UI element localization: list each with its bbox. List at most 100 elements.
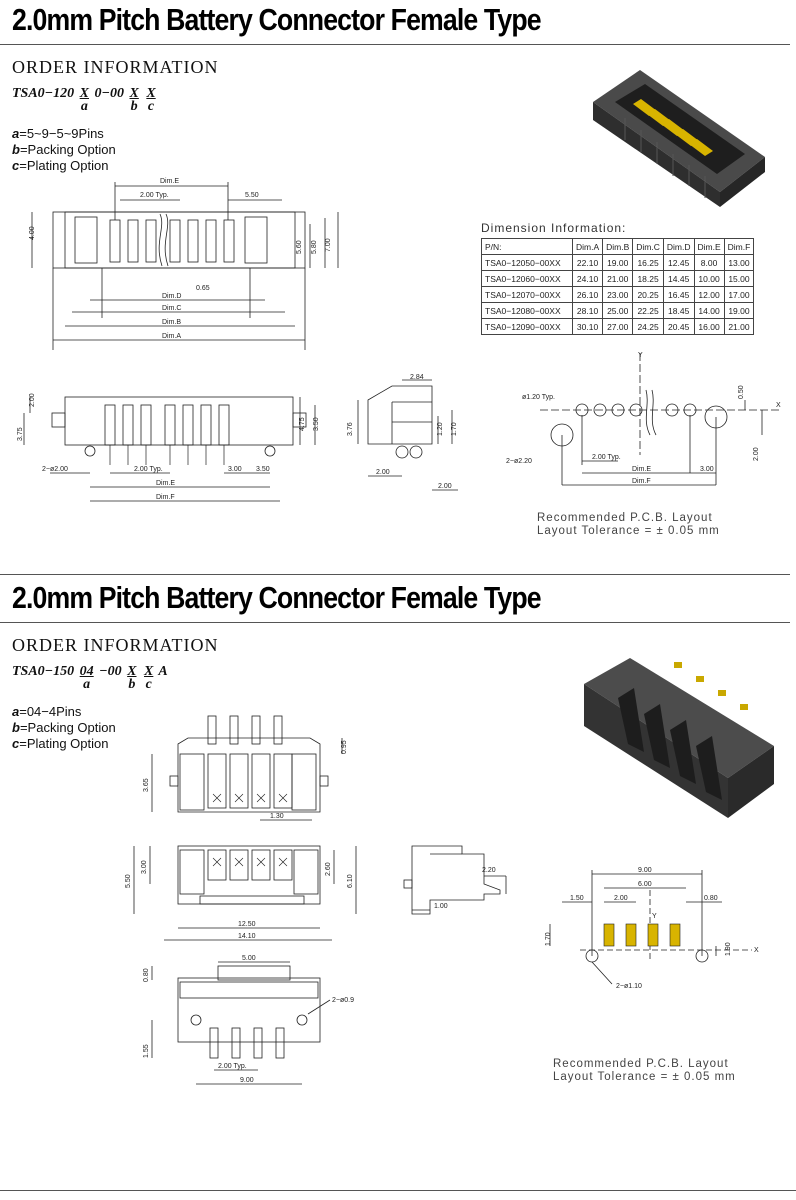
pcb-dim-f-label: Dim.F: [632, 478, 651, 485]
pcb-9-00-label: 9.00: [638, 867, 652, 874]
dim-5-50-label: 5.50: [245, 192, 259, 199]
cell: 24.10: [571, 270, 604, 287]
cell: 19.00: [602, 254, 634, 271]
side-view-4pin: 2.20 1.00: [403, 845, 507, 915]
pcb-1-90-label: 1.90: [725, 942, 732, 956]
front-3-00-label: 3.00: [141, 860, 148, 874]
gold-contacts: [633, 99, 713, 156]
cell: 16.25: [632, 254, 664, 271]
section-top-divider: [0, 574, 790, 575]
col-dim-c: Dim.C: [632, 238, 664, 255]
option-b: b=Packing Option: [12, 142, 116, 157]
top-view-drawing: Dim.E 2.00 Typ. 5.50 0.65 Dim.D Dim.C Di…: [29, 178, 339, 350]
dim-5-80-label: 5.80: [311, 240, 318, 254]
cell: 12.45: [662, 254, 695, 271]
dim-4-00-label: 4.00: [29, 226, 36, 240]
dim-5-60-label: 5.60: [296, 240, 303, 254]
pcb-note-line-1: Recommended P.C.B. Layout: [553, 1058, 729, 1070]
pitch-label: 2.00 Typ.: [140, 192, 169, 199]
side-2-00-label: 2.00: [376, 469, 390, 476]
option-b: b=Packing Option: [12, 720, 116, 735]
front-3-50-label: 3.50: [256, 466, 270, 473]
part-prefix: TSA0−150: [12, 664, 75, 679]
col-dim-d: Dim.D: [662, 238, 695, 255]
pcb-axis-x-label: X: [754, 947, 759, 954]
pcb-0-50-label: 0.50: [738, 385, 745, 399]
cell: 30.10: [571, 318, 604, 335]
cell: 20.45: [662, 318, 695, 335]
gold-pins-4: [674, 662, 748, 710]
cell: 22.25: [632, 302, 664, 319]
page-title: 2.0mm Pitch Battery Connector Female Typ…: [12, 2, 542, 37]
axis-y-label: Y: [638, 352, 643, 359]
order-information-heading: ORDER INFORMATION: [12, 57, 219, 77]
side-1-20-label: 1.20: [437, 422, 444, 436]
pcb-layout-drawing: Y X ø1.20 Typ. 2−ø2.20 2.00 Typ. Dim.E 3…: [506, 352, 781, 486]
front-3-00-label: 3.00: [228, 466, 242, 473]
pcb-pitch-label: 2.00 Typ.: [592, 454, 621, 461]
bottom-hole-label: 2−ø0.9: [332, 997, 354, 1004]
cell: TSA0−12050−00XX: [481, 254, 573, 271]
option-legend: a=04−4Pins b=Packing Option c=Plating Op…: [12, 704, 116, 752]
front-dim-e-label: Dim.E: [156, 480, 175, 487]
cell: 17.00: [723, 286, 755, 303]
title-divider: [0, 622, 790, 623]
cell: TSA0−12070−00XX: [481, 286, 573, 303]
side-2-84-label: 2.84: [410, 374, 424, 381]
order-information-heading: ORDER INFORMATION: [12, 635, 219, 655]
pcb-note-line-2: Layout Tolerance = ± 0.05 mm: [537, 525, 720, 537]
cell: 15.00: [723, 270, 755, 287]
top-view-4pin: 3.65 0.95 1.30: [143, 715, 348, 821]
cell: 21.00: [602, 270, 634, 287]
front-5-50-label: 5.50: [125, 874, 132, 888]
pcb-1-70-label: 1.70: [545, 932, 552, 946]
col-dim-f: Dim.F: [723, 238, 755, 255]
dim-c-label: Dim.C: [162, 305, 181, 312]
cell: 14.00: [693, 302, 725, 319]
cell: 18.25: [632, 270, 664, 287]
side-2-20-label: 2.20: [482, 867, 496, 874]
part-suffix: A: [158, 664, 168, 679]
option-c: c=Plating Option: [12, 736, 109, 751]
cell: 23.00: [602, 286, 634, 303]
cell: 26.10: [571, 286, 604, 303]
col-dim-b: Dim.B: [602, 238, 634, 255]
cell: 25.00: [602, 302, 634, 319]
side-2-00-bottom-label: 2.00: [438, 483, 452, 490]
pcb-2-00-label: 2.00: [753, 447, 760, 461]
pcb-note-line-2: Layout Tolerance = ± 0.05 mm: [553, 1071, 736, 1083]
cell: 21.00: [723, 318, 755, 335]
side-3-76-label: 3.76: [347, 422, 354, 436]
bottom-pitch-label: 2.00 Typ.: [218, 1063, 247, 1070]
front-2-00-label: 2.00: [29, 393, 36, 407]
bottom-view-4pin: 5.00 0.80 1.55 2−ø0.9 2.00 Typ. 9.00: [143, 955, 354, 1085]
pin-holes: [575, 403, 697, 417]
pcb-6-00-label: 6.00: [638, 881, 652, 888]
part-mid: 0−00: [94, 86, 124, 101]
pcb-3-00-label: 3.00: [700, 466, 714, 473]
dim-a-label: Dim.A: [162, 333, 181, 340]
title-divider: [0, 44, 790, 45]
pcb-layout-note: Recommended P.C.B. Layout Layout Toleran…: [537, 512, 720, 538]
side-1-70-label: 1.70: [451, 422, 458, 436]
front-view-4pin: 5.50 3.00 2.60 6.10 12.50 14.10: [125, 845, 357, 941]
pcb-layout-4pin: 9.00 6.00 1.50 2.00 0.80 Y X 1.70 1.90 2…: [545, 867, 759, 990]
pcb-note-line-1: Recommended P.C.B. Layout: [537, 512, 713, 524]
section-5-9-pin: 2.0mm Pitch Battery Connector Female Typ…: [0, 0, 796, 578]
front-dim-f-label: Dim.F: [156, 494, 175, 501]
col-dim-e: Dim.E: [693, 238, 725, 255]
table-header-row: P/N: Dim.A Dim.B Dim.C Dim.D Dim.E Dim.F: [481, 238, 755, 255]
dimension-table: P/N: Dim.A Dim.B Dim.C Dim.D Dim.E Dim.F…: [481, 238, 755, 335]
top-1-30-label: 1.30: [270, 813, 284, 820]
bottom-5-00-label: 5.00: [242, 955, 256, 962]
cell: TSA0−12080−00XX: [481, 302, 573, 319]
page-bottom-divider: [0, 1190, 796, 1191]
cell: 16.45: [662, 286, 695, 303]
